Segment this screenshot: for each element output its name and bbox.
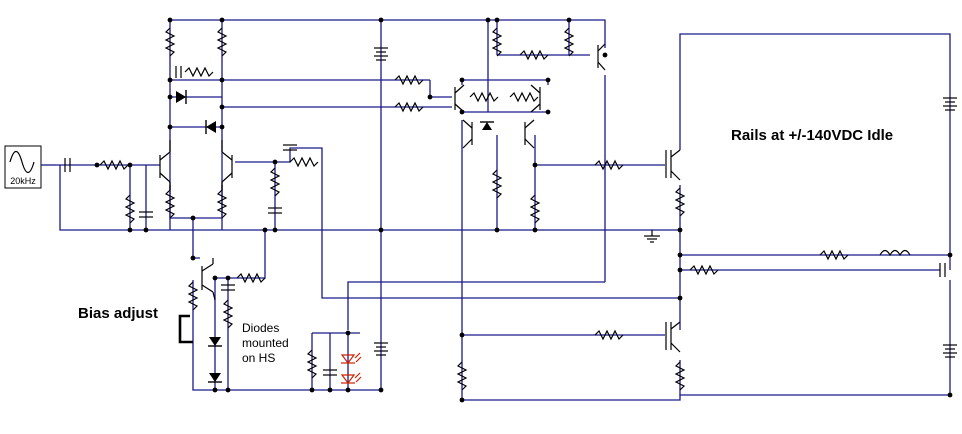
transistor-icon [454,84,465,113]
resistor-r11 [469,91,499,103]
transistor-icon [524,119,535,149]
resistor-input [99,159,129,171]
resistor-v11 [674,187,686,217]
capacitor-input [64,158,71,172]
resistor-r5 [594,159,624,171]
resistor-v4 [164,189,176,219]
capacitor-c1 [139,211,153,218]
wire-network [56,19,951,401]
capacitor-c3 [268,207,282,214]
transistor-icon [201,258,216,301]
resistor-r6 [519,49,549,61]
diode-icon [176,90,187,104]
resistor-v12 [674,361,686,391]
resistor-r2 [394,101,424,113]
transistor-icon [462,119,473,149]
transistor-icon [665,149,681,181]
transistor-icon [159,140,171,190]
transistor-icon [530,84,541,113]
resistor-v13 [456,361,468,391]
diodes-label-line2: mounted [242,336,289,350]
capacitor-c5 [221,284,235,291]
diodes-label-line3: on HS [242,351,275,365]
capacitor-c4 [283,144,297,151]
transistor-icon [665,321,681,353]
rails-label: Rails at +/-140VDC Idle [731,127,893,144]
capacitor-c7 [939,263,946,277]
resistor-r12 [509,91,539,103]
resistor-r3 [184,66,214,78]
inductor-icon [879,249,911,257]
resistor-v14 [187,281,199,311]
bias-adjust-arrow[interactable] [178,314,193,344]
diode-icon [208,337,222,347]
source-frequency-label: 20kHz [10,176,36,186]
resistor-v10 [491,27,503,57]
diodes [176,90,494,383]
transistor-icon [221,140,233,190]
junction-dots [94,17,953,403]
diode-icon [205,120,216,134]
resistor-v9 [563,27,575,57]
capacitor-c2 [175,66,182,78]
resistor-v1 [164,27,176,57]
resistor-r7 [594,329,624,341]
resistor-v7 [491,169,503,199]
bias-adjust-label: Bias adjust [78,305,158,322]
capacitor-c6 [323,369,337,376]
diodes-label-line1: Diodes [242,321,279,335]
diode-icon [480,121,494,130]
led-icon [340,352,362,384]
resistor-v16 [222,299,234,329]
battery-icon [374,47,957,358]
diode-icon [208,373,222,383]
resistor-r9 [819,249,849,261]
resistor-v5 [216,189,228,219]
resistors [99,27,849,391]
capacitors [64,66,946,376]
resistor-v15 [306,349,318,379]
resistor-r4 [289,156,319,168]
resistor-v8 [529,194,541,224]
transistors [159,43,681,353]
resistor-r10 [236,272,266,284]
resistor-r1 [394,74,424,86]
resistor-v3 [124,194,136,224]
transistor-icon [597,43,606,71]
resistor-v2 [216,27,228,57]
ground-icon [644,230,660,243]
resistor-r8 [689,264,719,276]
resistor-v6 [269,167,281,197]
sine-source-icon: 20kHz [4,145,56,189]
